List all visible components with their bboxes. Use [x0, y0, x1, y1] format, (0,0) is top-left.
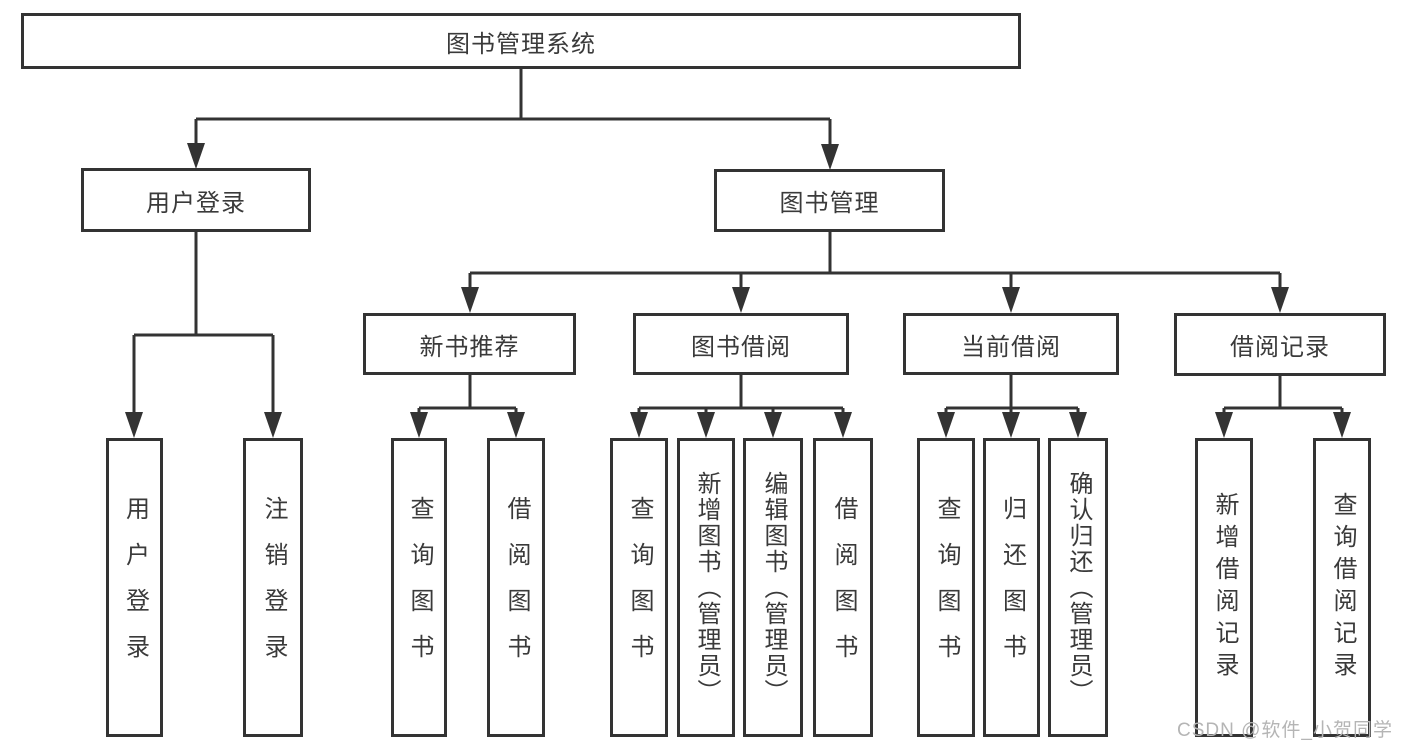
- leaf-current-return-books: 归还图书: [983, 438, 1040, 737]
- arrowhead: [1069, 412, 1087, 438]
- arrowhead: [1002, 287, 1020, 313]
- leaf-label: 编辑图书（管理员）: [760, 470, 787, 705]
- leaf-label: 新增图书（管理员）: [693, 470, 720, 705]
- arrowhead: [187, 143, 205, 169]
- arrowhead: [410, 412, 428, 438]
- node-user-login: 用户登录: [81, 168, 311, 232]
- leaf-newbook-query-books: 查询图书: [391, 438, 447, 737]
- node-current-borrow: 当前借阅: [903, 313, 1119, 375]
- leaf-logout: 注销登录: [243, 438, 303, 737]
- node-book-management: 图书管理: [714, 169, 945, 232]
- leaf-label: 查询借阅记录: [1329, 491, 1356, 684]
- leaf-current-query-books: 查询图书: [917, 438, 975, 737]
- arrowhead: [937, 412, 955, 438]
- leaf-newbook-borrow-books: 借阅图书: [487, 438, 545, 737]
- leaf-borrow-edit-books-admin: 编辑图书（管理员）: [743, 438, 803, 737]
- leaf-label: 注销登录: [260, 495, 287, 680]
- node-borrow-records: 借阅记录: [1174, 313, 1386, 376]
- arrowhead: [1333, 412, 1351, 438]
- leaf-current-confirm-return-admin: 确认归还（管理员）: [1048, 438, 1108, 737]
- arrowhead: [1215, 412, 1233, 438]
- leaf-borrow-borrow-books: 借阅图书: [813, 438, 873, 737]
- arrowhead: [461, 287, 479, 313]
- leaf-records-query-record: 查询借阅记录: [1313, 438, 1371, 737]
- arrowhead: [834, 412, 852, 438]
- arrowhead: [732, 287, 750, 313]
- node-book-borrow: 图书借阅: [633, 313, 849, 375]
- leaf-borrow-add-books-admin: 新增图书（管理员）: [677, 438, 735, 737]
- arrowhead: [264, 412, 282, 438]
- leaf-label: 借阅图书: [503, 495, 530, 680]
- leaf-label: 查询图书: [626, 495, 653, 680]
- node-new-book-recommend: 新书推荐: [363, 313, 576, 375]
- leaf-label: 确认归还（管理员）: [1065, 470, 1092, 705]
- csdn-watermark: CSDN @软件_小贺同学: [1177, 720, 1393, 741]
- arrowhead: [821, 144, 839, 170]
- leaf-label: 查询图书: [406, 495, 433, 680]
- arrowhead: [125, 412, 143, 438]
- leaf-label: 归还图书: [998, 495, 1026, 680]
- arrowhead: [507, 412, 525, 438]
- arrowhead: [1002, 412, 1020, 438]
- leaf-borrow-query-books: 查询图书: [610, 438, 668, 737]
- leaf-label: 用户登录: [121, 495, 149, 680]
- leaf-label: 查询图书: [933, 495, 960, 680]
- arrowhead: [697, 412, 715, 438]
- arrowhead: [1271, 287, 1289, 313]
- leaf-user-login: 用户登录: [106, 438, 163, 737]
- leaf-label: 新增借阅记录: [1211, 491, 1238, 684]
- node-root-system: 图书管理系统: [21, 13, 1021, 69]
- arrowhead: [764, 412, 782, 438]
- arrowhead: [630, 412, 648, 438]
- leaf-records-add-record: 新增借阅记录: [1195, 438, 1253, 737]
- leaf-label: 借阅图书: [830, 495, 857, 680]
